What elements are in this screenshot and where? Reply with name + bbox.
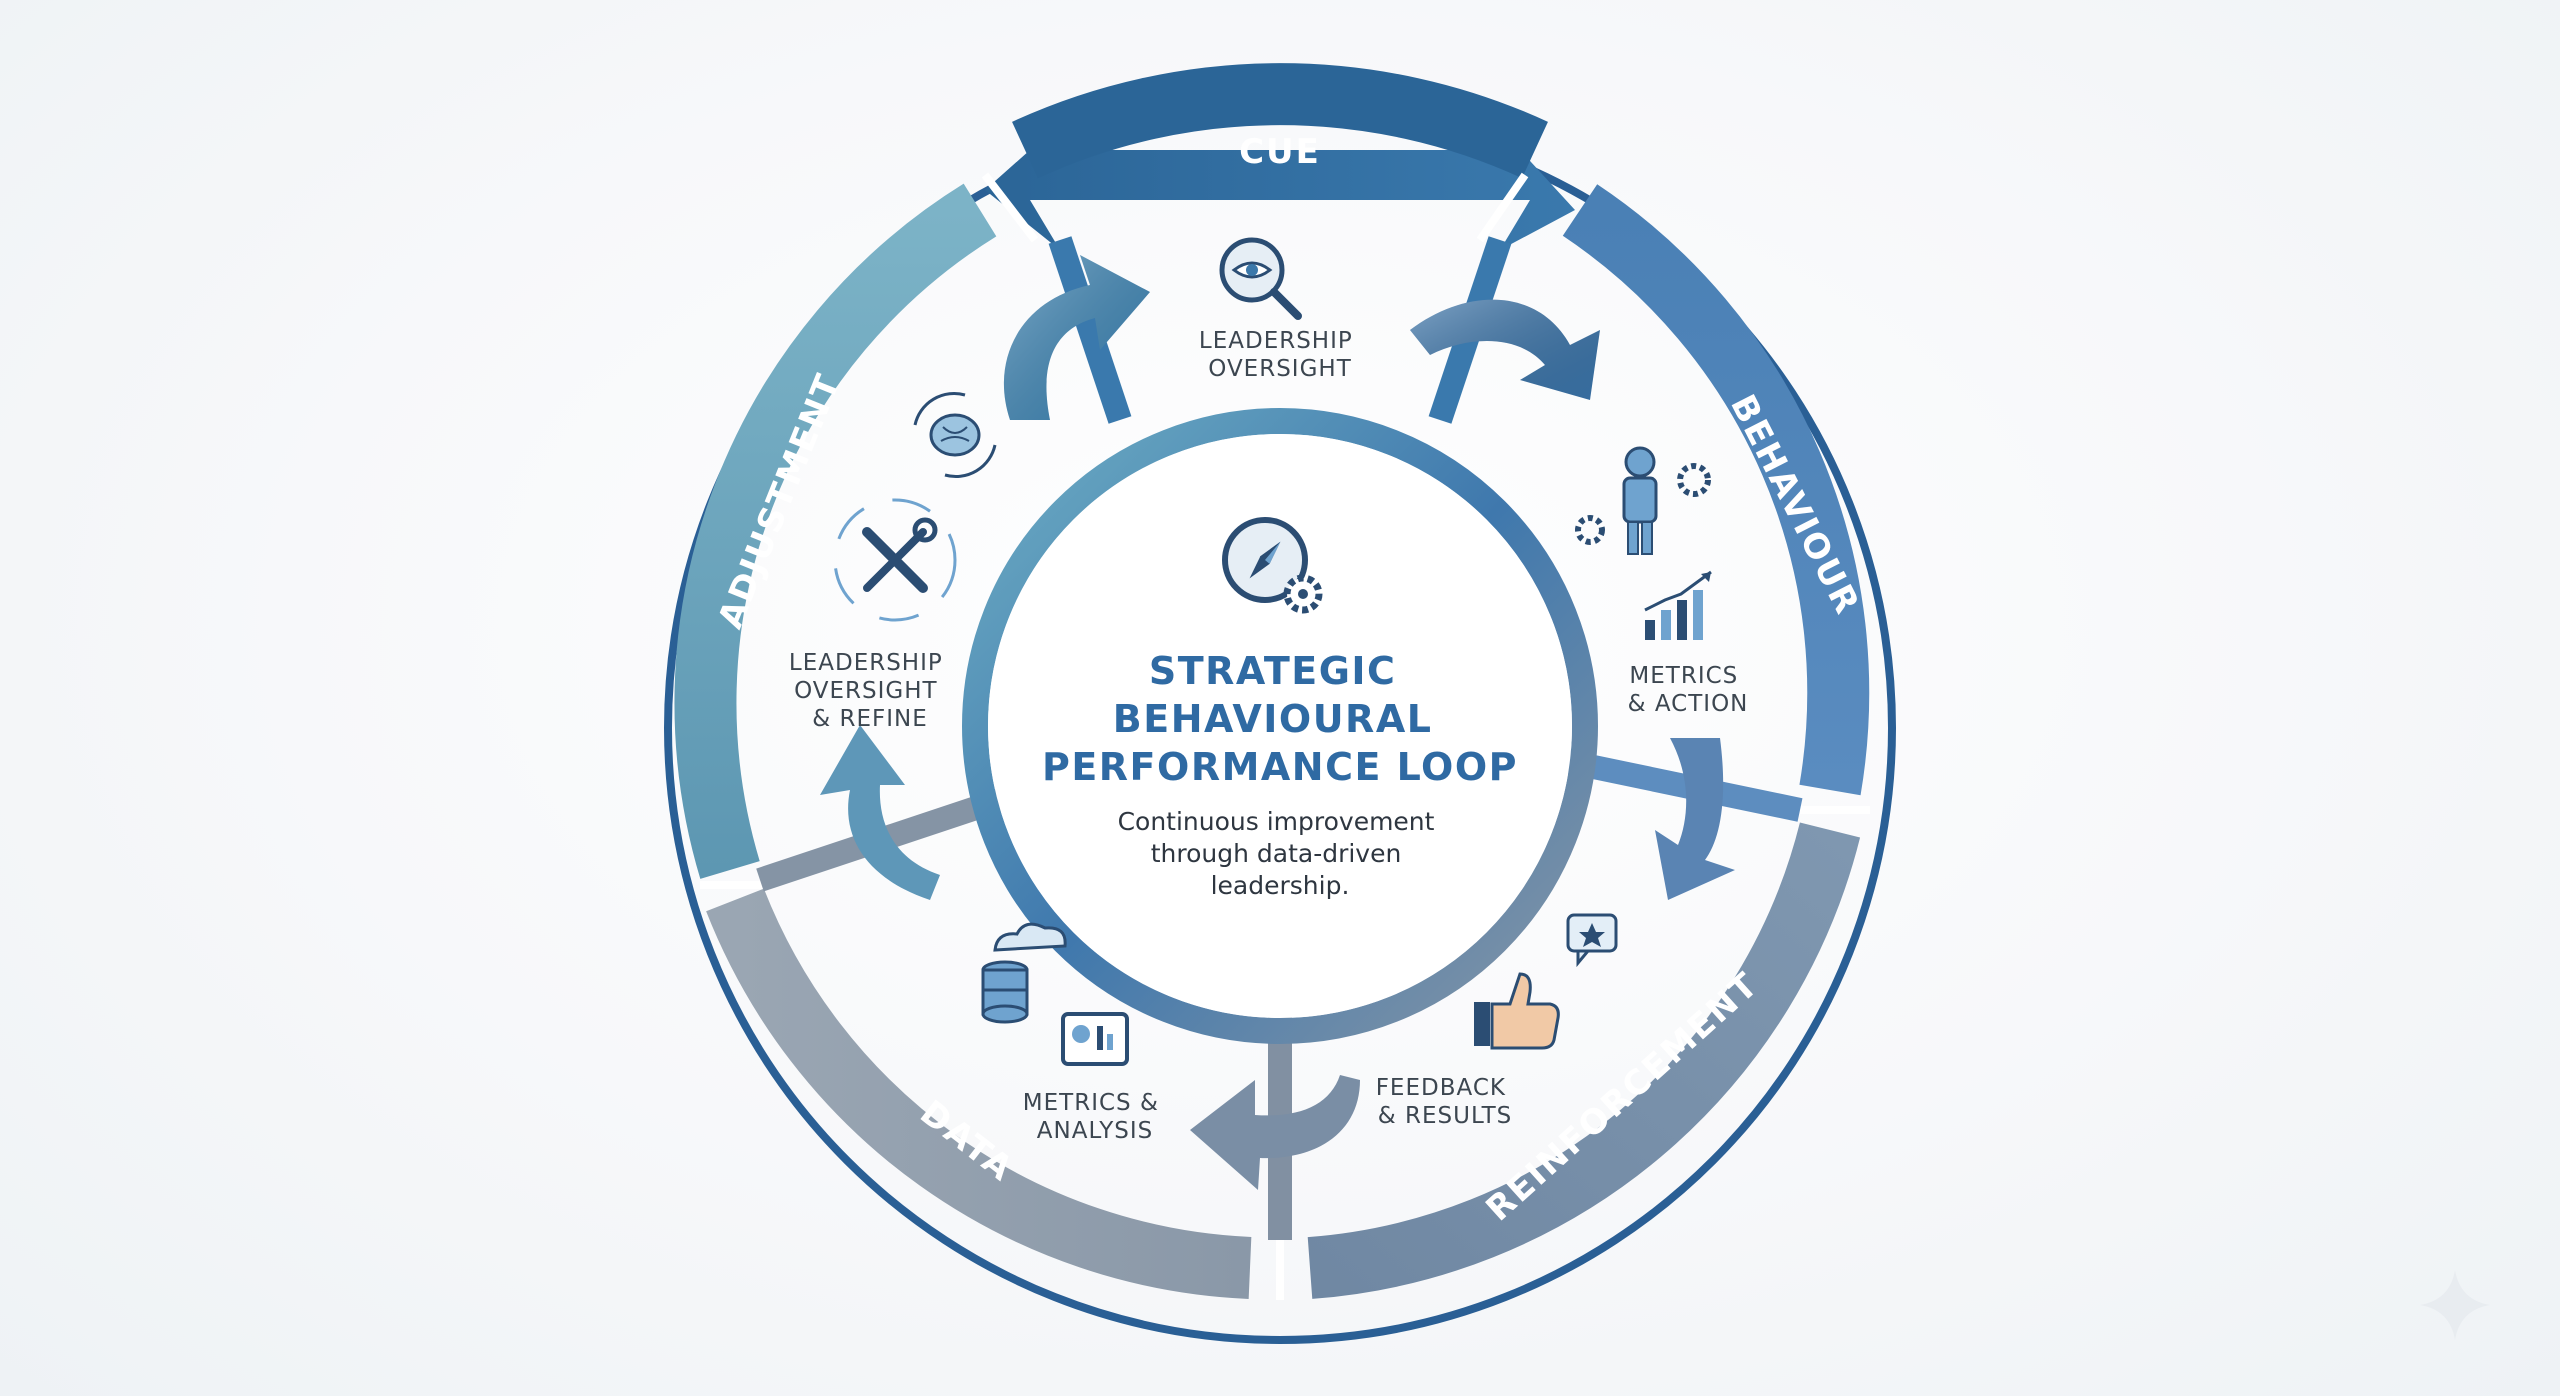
compass-gear-icon	[1222, 517, 1323, 614]
band-reinforcement	[1307, 822, 1861, 1299]
segment-label-cue: CUE	[1239, 132, 1321, 172]
speech-bubble-star-icon	[1566, 913, 1618, 968]
flow-arrow-data-adjustment	[820, 725, 940, 900]
band-behaviour	[1562, 184, 1870, 796]
center-disc	[988, 434, 1572, 1018]
band-cue	[1012, 63, 1548, 179]
center-title: STRATEGIC BEHAVIOURAL PERFORMANCE LOOP	[1042, 649, 1518, 789]
step-label-adjustment: LEADERSHIP OVERSIGHT & REFINE	[789, 650, 951, 732]
brain-cycle-icon	[913, 391, 997, 479]
thumbs-up-icon	[1474, 972, 1560, 1050]
step-label-reinforcement: FEEDBACK & RESULTS	[1376, 1075, 1515, 1129]
flow-arrows	[820, 255, 1735, 1190]
inner-ring	[962, 408, 1598, 1044]
step-label-data: METRICS & ANALYSIS	[1023, 1090, 1167, 1144]
segment-cue	[985, 150, 1575, 250]
bar-chart-icon	[1644, 570, 1712, 640]
center-subtitle: Continuous improvement through data-driv…	[1118, 807, 1443, 900]
magnifier-eye-icon	[1219, 237, 1302, 320]
database-cloud-icon	[981, 922, 1067, 1024]
band-adjustment	[674, 183, 997, 879]
band-data	[706, 888, 1252, 1299]
sparkle-icon	[2420, 1270, 2490, 1340]
band-separators	[700, 172, 1870, 1300]
wrench-screwdriver-icon	[833, 498, 957, 622]
flow-arrow-reinforcement-data	[1190, 1075, 1360, 1190]
step-label-cue: LEADERSHIP OVERSIGHT	[1199, 328, 1361, 382]
person-gears-icon	[1575, 446, 1711, 555]
flow-arrow-behaviour-reinforcement	[1655, 738, 1735, 900]
step-label-behaviour: METRICS & ACTION	[1628, 663, 1749, 717]
dashboard-tablet-icon	[1061, 1012, 1129, 1066]
